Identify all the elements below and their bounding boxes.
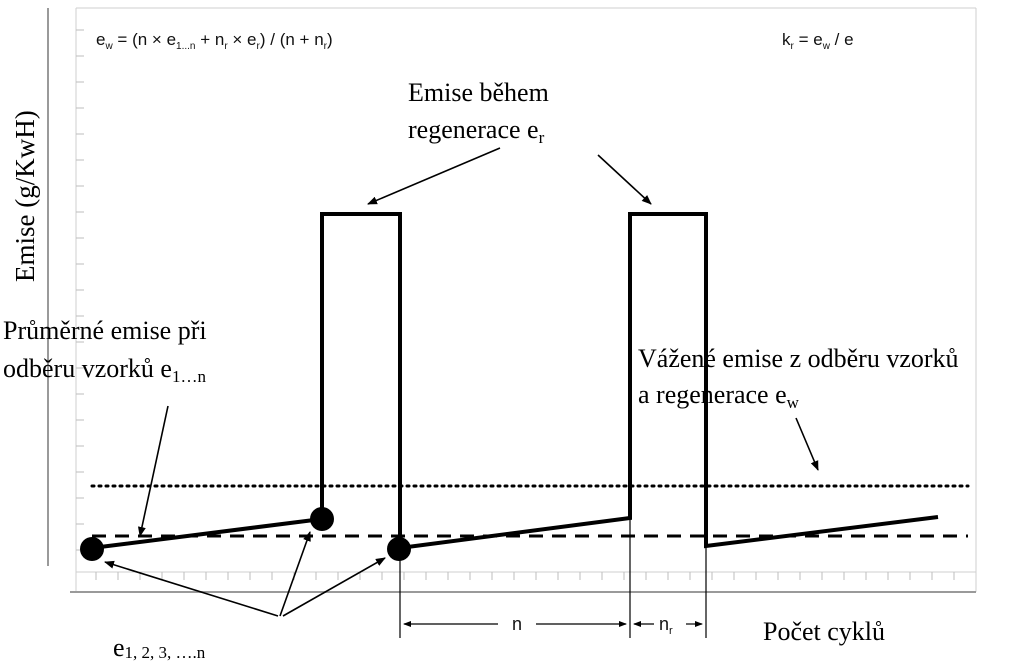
points-label: e1, 2, 3, ….n bbox=[113, 633, 206, 662]
point-arrow bbox=[279, 531, 311, 617]
sample-point bbox=[387, 537, 411, 561]
regen-arrow-left bbox=[367, 147, 501, 205]
grid bbox=[75, 7, 977, 592]
avg-label-line2: odběru vzorků e1…n bbox=[3, 354, 206, 386]
kr-formula: kr = ew / e bbox=[782, 30, 854, 52]
regen-label-line2: regenerace er bbox=[408, 115, 545, 147]
ew-formula: ew = (n × e1...n + nr × er) / (n + nr) bbox=[96, 30, 333, 52]
regen-label-line1: Emise během bbox=[408, 78, 549, 107]
nr-label: nr bbox=[659, 614, 673, 637]
sample-point bbox=[80, 537, 104, 561]
avg-arrow bbox=[137, 405, 169, 537]
emission-trace bbox=[91, 212, 939, 551]
x-axis-label: Počet cyklů bbox=[763, 617, 885, 646]
n-label: n bbox=[512, 614, 522, 634]
weighted-label-line1: Vážené emise z odběru vzorků bbox=[638, 344, 959, 373]
x-axis-ticks bbox=[95, 572, 955, 580]
weighted-label-line2: a regenerace ew bbox=[638, 380, 800, 412]
point-arrow bbox=[104, 560, 279, 617]
y-axis-ticks bbox=[76, 29, 84, 551]
avg-label-line1: Průměrné emise při bbox=[3, 316, 207, 345]
sample-point bbox=[310, 507, 334, 531]
y-axis-label: Emise (g/KwH) bbox=[10, 110, 40, 282]
regen-arrow-right bbox=[597, 154, 652, 205]
weighted-arrow bbox=[795, 417, 819, 471]
point-arrow bbox=[282, 557, 386, 617]
